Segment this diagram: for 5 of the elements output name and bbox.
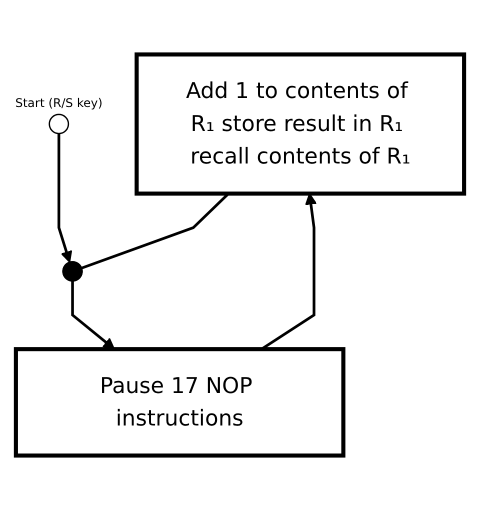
arrow xyxy=(58,134,72,263)
node-box: Pause 17 NOP instructions xyxy=(14,347,346,458)
node-box: Add 1 to contents of R₁ store result in R₁ recall contents of R₁ xyxy=(134,52,466,196)
start-label: Start (R/S key) xyxy=(15,96,103,110)
node-circle xyxy=(48,114,70,134)
